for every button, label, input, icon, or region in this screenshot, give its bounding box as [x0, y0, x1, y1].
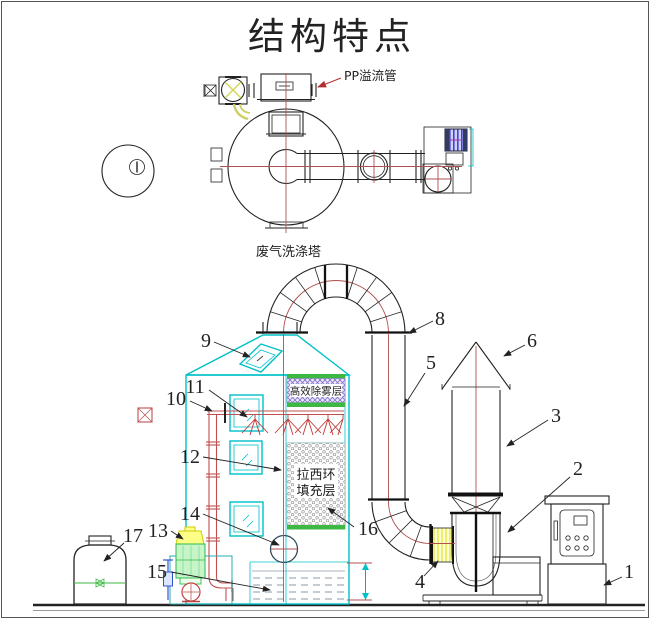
tower-manhole	[269, 534, 299, 564]
pump-assembly	[163, 526, 233, 605]
pipe-stub-fitting	[137, 407, 153, 423]
sump-dimension	[347, 562, 372, 601]
callout-4: 4	[415, 571, 425, 593]
packing-label-line1: 拉西环	[296, 468, 335, 483]
cabinet-panel	[559, 509, 595, 557]
leader-16	[327, 507, 355, 528]
callout-17: 17	[123, 525, 143, 547]
rain-cap	[441, 341, 511, 390]
fan-and-stack	[422, 341, 543, 606]
callout-3: 3	[551, 405, 561, 427]
leader-5	[403, 372, 426, 407]
pump-motor-body	[175, 543, 206, 579]
callout-leaders	[103, 320, 623, 592]
packing-layer: 拉西环 填充层	[286, 442, 346, 530]
callout-13: 13	[148, 520, 168, 542]
plan-view: PP溢流管	[101, 68, 474, 233]
demister-layer: 高效除雾层	[286, 374, 346, 407]
ground-line	[33, 603, 645, 611]
chemical-tank	[73, 535, 127, 605]
leader-11	[208, 389, 248, 418]
u-bend-duct	[256, 263, 432, 564]
tower-window-2	[229, 440, 263, 475]
callout-9: 9	[201, 330, 211, 352]
valve-assembly	[203, 76, 251, 121]
fan-unit-plan	[422, 126, 474, 194]
callout-5: 5	[426, 352, 436, 374]
leader-12	[202, 456, 282, 472]
leader-13	[170, 530, 184, 540]
leader-14	[202, 513, 280, 546]
leader-2	[507, 476, 571, 533]
outlet-pipe	[297, 150, 425, 183]
callout-1: 1	[624, 561, 634, 583]
pp-overflow-label: PP溢流管	[344, 68, 397, 83]
callout-numbers: 1 2 3 4 5 6 8 9 10 11 12 13 14 15 16 17	[123, 308, 634, 593]
scrubber-name-label: 废气洗涤塔	[256, 244, 321, 260]
overflow-elbow-pipe	[232, 103, 249, 121]
leader-9	[213, 341, 251, 358]
tower-window-1	[229, 394, 264, 432]
drain-valve	[163, 559, 173, 600]
page-title: 结构特点	[248, 16, 416, 58]
callout-14: 14	[180, 503, 200, 525]
leader-15	[170, 571, 271, 592]
elevation-view: 高效除雾层 拉西环 填充层	[73, 263, 634, 606]
tower-body	[185, 374, 350, 605]
packing-label-line2: 填充层	[296, 483, 335, 499]
tower-sump	[249, 561, 349, 604]
control-cabinet	[544, 495, 610, 605]
tower-skylight	[238, 343, 284, 373]
leader-10	[189, 400, 213, 412]
callout-15: 15	[147, 561, 167, 583]
leader-4	[423, 560, 439, 577]
detail-circle	[101, 144, 155, 198]
leader-3	[506, 419, 549, 447]
callout-12: 12	[180, 446, 200, 468]
flexible-connector	[430, 526, 455, 564]
callout-8: 8	[435, 308, 445, 330]
demister-label: 高效除雾层	[290, 385, 343, 398]
pp-label-leader	[317, 77, 342, 88]
fan-base	[422, 594, 543, 606]
callout-10: 10	[166, 388, 186, 410]
cabinet-display	[573, 515, 588, 526]
leader-1	[603, 576, 623, 586]
leader-6	[503, 344, 526, 357]
leader-17	[103, 542, 125, 562]
callout-2: 2	[573, 458, 583, 480]
spray-system	[207, 410, 344, 436]
leader-8	[408, 320, 434, 334]
callout-6: 6	[527, 330, 537, 352]
callout-11: 11	[185, 376, 204, 398]
callout-16: 16	[358, 518, 378, 540]
